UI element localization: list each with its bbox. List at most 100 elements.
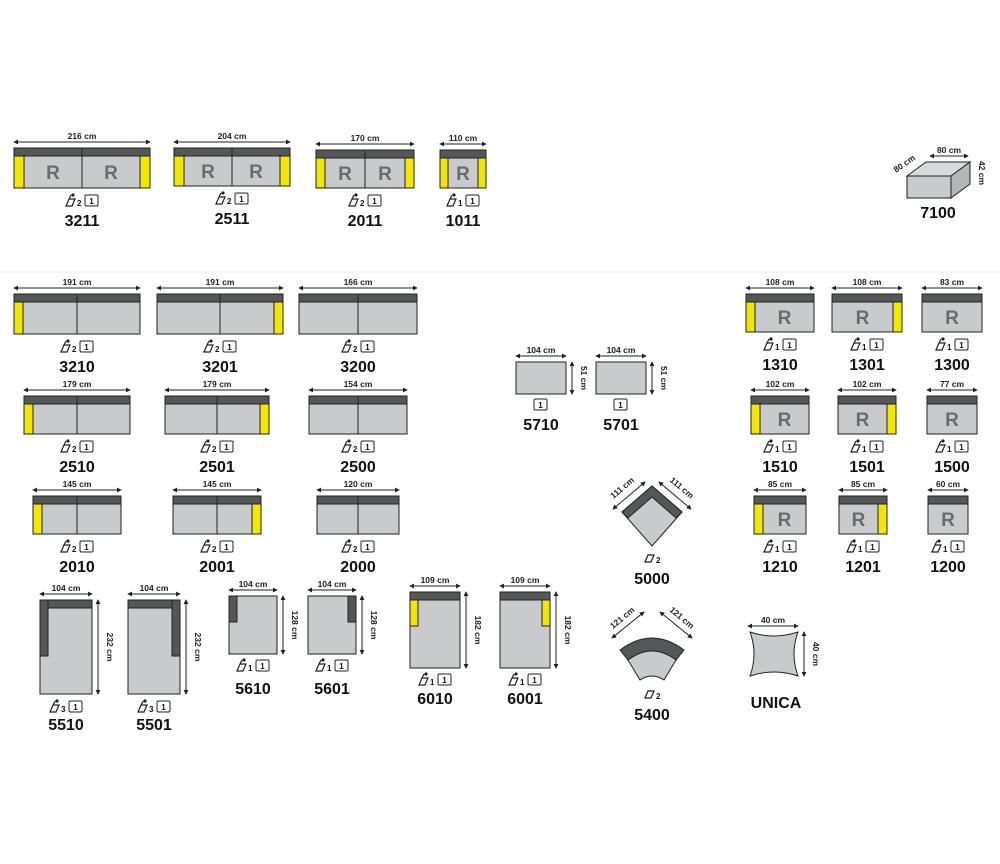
module-code: 1501 (849, 459, 885, 476)
width-label: 102 cm (766, 379, 795, 389)
cushion-count: 1 (959, 341, 964, 350)
cushion-icon (782, 540, 797, 553)
seat-count: 1 (947, 343, 952, 352)
cushion-count: 1 (787, 341, 792, 350)
width-label: 102 cm (853, 379, 882, 389)
module-code: 6010 (417, 691, 453, 708)
seat-icon (315, 659, 326, 672)
depth-label: 128 cm (290, 611, 300, 640)
cushion-icon (367, 194, 382, 207)
seat-count: 2 (360, 199, 365, 208)
seat-icon (941, 439, 945, 443)
width-label: 40 cm (761, 615, 786, 625)
cushion-count: 1 (874, 443, 879, 452)
backrest (837, 395, 897, 405)
chaise-body (39, 599, 93, 695)
width-label: 85 cm (768, 479, 793, 489)
module-code: UNICA (751, 695, 802, 712)
seat-icon (508, 673, 519, 686)
seat-icon (200, 440, 211, 453)
seat-icon (66, 539, 70, 543)
armrest-left (173, 155, 185, 187)
recliner-mark: R (46, 163, 60, 184)
module-code: 1200 (930, 559, 966, 576)
seat-count: 1 (775, 343, 780, 352)
seat-icon (514, 672, 518, 676)
module-code: 3201 (202, 359, 238, 376)
cushion-icon (865, 540, 880, 553)
module-code: 1301 (849, 357, 885, 374)
seat-icon (55, 699, 59, 703)
recliner-mark: R (852, 510, 866, 531)
chaise-body (127, 599, 181, 695)
module-code: 1510 (762, 459, 798, 476)
module-code: 1201 (845, 559, 881, 576)
seat-count: 1 (430, 678, 435, 687)
seat-icon (644, 554, 655, 563)
cushion-count: 1 (787, 443, 792, 452)
armrest-left (753, 503, 764, 535)
cushion-count: 1 (84, 543, 89, 552)
module-code: 3211 (65, 213, 100, 230)
seat-count: 2 (72, 545, 77, 554)
seat-icon (341, 540, 352, 553)
seat-icon (769, 439, 773, 443)
cushion-count: 1 (870, 543, 875, 552)
width-label: 216 cm (68, 131, 97, 141)
width-label: 121 cm (668, 605, 697, 631)
module-code: 6001 (507, 691, 543, 708)
seat-count: 3 (61, 705, 66, 714)
recliner-mark: R (338, 164, 352, 185)
dimension-line (612, 481, 646, 510)
armrest-right (886, 403, 897, 435)
armrest-right (541, 599, 551, 627)
cushion-icon (613, 398, 628, 411)
cushion-icon (79, 340, 94, 353)
seat-icon (200, 540, 211, 553)
depth-label: 40 cm (811, 642, 821, 667)
backrest (745, 293, 815, 303)
width-label: 111 cm (668, 475, 696, 501)
backrest (921, 293, 983, 303)
backrest (750, 395, 810, 405)
armrest-left (745, 301, 756, 333)
seat-icon (221, 191, 225, 195)
cushion-icon (79, 540, 94, 553)
seat-count: 2 (353, 545, 358, 554)
seat-count: 2 (72, 345, 77, 354)
module-code: 5510 (48, 717, 84, 734)
seat-icon (66, 439, 70, 443)
cushion-icon (360, 540, 375, 553)
recliner-mark: R (778, 410, 792, 431)
cushion-icon (255, 659, 270, 672)
seat-icon (856, 337, 860, 341)
cushion-count: 1 (73, 703, 78, 712)
module-code: 5000 (634, 571, 670, 588)
seat-count: 2 (227, 197, 232, 206)
cushion-icon (219, 540, 234, 553)
armrest-right (892, 301, 903, 333)
cushion-count: 1 (955, 543, 960, 552)
recliner-mark: R (778, 308, 792, 329)
module-code: 1300 (934, 357, 970, 374)
cushion-icon (950, 540, 965, 553)
module-code: 5501 (136, 717, 172, 734)
width-label: 104 cm (527, 345, 556, 355)
module-code: 2500 (340, 459, 376, 476)
